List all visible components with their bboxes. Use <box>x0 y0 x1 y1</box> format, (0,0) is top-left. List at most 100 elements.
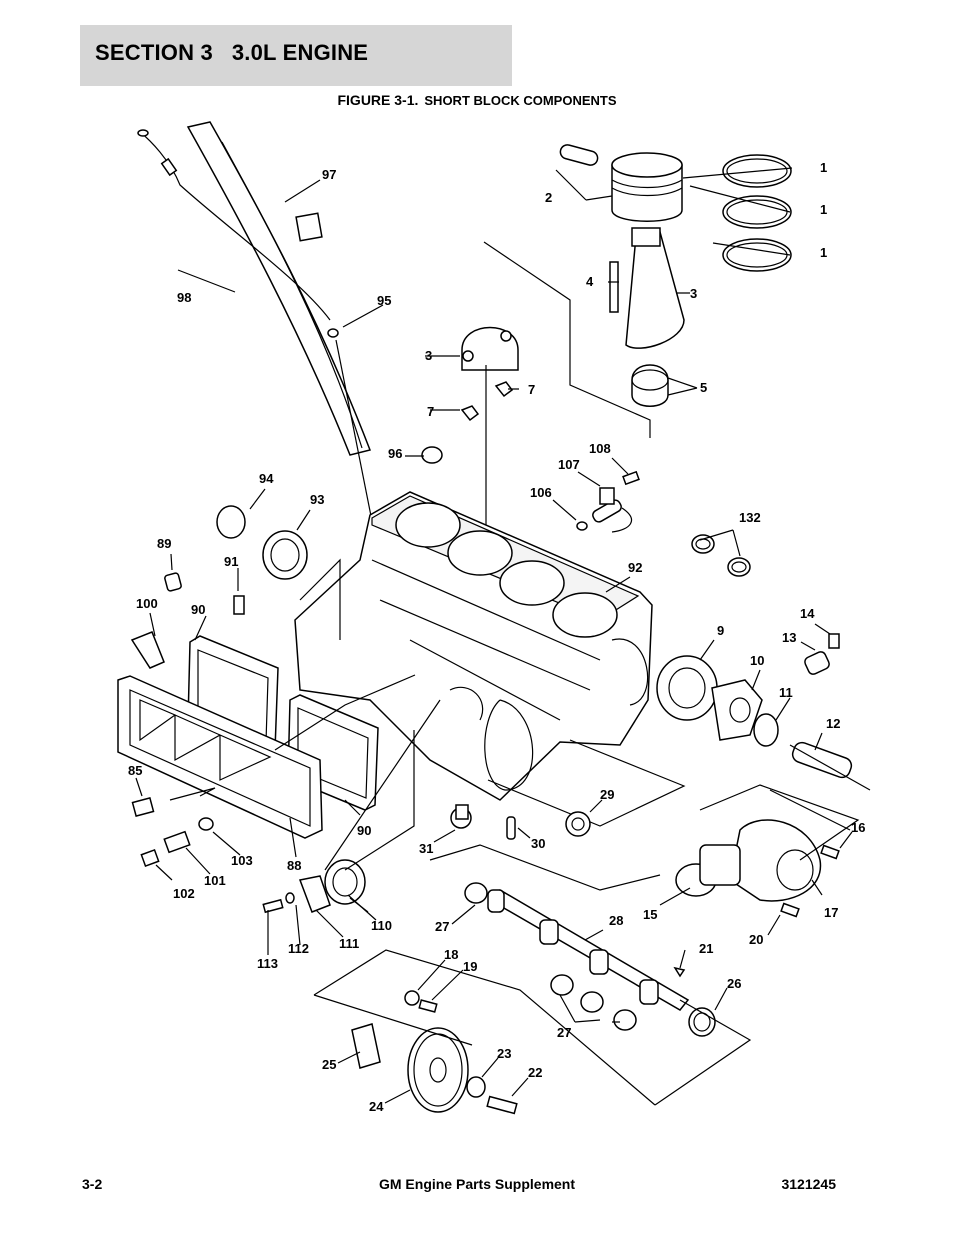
callout-103: 103 <box>231 853 253 868</box>
gasket-9-drawing <box>656 655 718 721</box>
callout-7: 7 <box>427 404 434 419</box>
callout-31: 31 <box>419 841 433 856</box>
figure-number: FIGURE 3-1. <box>337 92 419 108</box>
callout-7: 7 <box>528 382 535 397</box>
callout-12: 12 <box>826 716 840 731</box>
callout-19: 19 <box>463 959 477 974</box>
dipstick-drawing <box>137 129 331 321</box>
callout-100: 100 <box>136 596 158 611</box>
pin-30-drawing <box>506 816 516 840</box>
cover-plate-drawing <box>298 859 366 913</box>
callout-26: 26 <box>727 976 741 991</box>
drain-washer-drawing <box>198 817 214 831</box>
callout-leader-lines <box>135 167 853 1104</box>
callout-107: 107 <box>558 457 580 472</box>
dowel-pin-drawing <box>164 572 182 592</box>
plug-29-drawing <box>565 811 591 837</box>
callout-1: 1 <box>820 160 827 175</box>
impeller-drawing <box>711 679 763 741</box>
callout-4: 4 <box>586 274 594 289</box>
callout-89: 89 <box>157 536 171 551</box>
callout-9: 9 <box>717 623 724 638</box>
callout-28: 28 <box>609 913 623 928</box>
rod-bolt-drawing <box>609 261 619 313</box>
callout-10: 10 <box>750 653 764 668</box>
callout-113: 113 <box>257 956 278 971</box>
callout-11: 11 <box>779 685 793 700</box>
callout-95: 95 <box>377 293 391 308</box>
piston-pin-drawing <box>559 144 599 166</box>
callout-17: 17 <box>824 905 838 920</box>
callout-93: 93 <box>310 492 324 507</box>
callout-111: 111 <box>339 936 359 951</box>
section-title: SECTION 3 3.0L ENGINE <box>95 40 369 65</box>
section-header-band <box>80 25 512 86</box>
callout-16: 16 <box>851 820 865 835</box>
callout-106: 106 <box>530 485 552 500</box>
cover-washer-drawing <box>285 892 295 904</box>
seal-11-drawing <box>753 713 779 747</box>
callout-25: 25 <box>322 1057 336 1072</box>
callout-13: 13 <box>782 630 796 645</box>
sensor-bolt-drawing <box>622 470 640 486</box>
oil-pan-drawing <box>117 675 323 839</box>
callout-1: 1 <box>820 245 827 260</box>
footer-document-number: 3121245 <box>781 1176 836 1192</box>
callout-30: 30 <box>531 836 545 851</box>
water-pump-drawing <box>675 784 860 902</box>
spring-drawing <box>233 595 245 615</box>
drain-plug-drawing <box>131 796 155 818</box>
cover-bolt-drawing <box>262 898 284 914</box>
callout-101: 101 <box>204 873 226 888</box>
sealant-tube-drawing <box>130 631 165 669</box>
callout-23: 23 <box>497 1046 511 1061</box>
oil-filter-adapter-drawing <box>450 804 472 829</box>
callout-27: 27 <box>557 1025 571 1040</box>
callout-97: 97 <box>322 167 336 182</box>
callout-110: 110 <box>371 918 392 933</box>
sensor-washer-drawing <box>576 521 588 531</box>
thrust-plate-drawing <box>351 1023 381 1069</box>
key-21-drawing <box>673 966 686 978</box>
pump-bolt-20-drawing <box>780 902 800 918</box>
seal-ring-drawing <box>691 534 751 577</box>
footer-page-number: 3-2 <box>82 1176 103 1192</box>
washer-18-drawing <box>404 990 420 1006</box>
rod-nut-drawing-2 <box>494 381 514 398</box>
callout-90: 90 <box>191 602 205 617</box>
callout-24: 24 <box>369 1099 384 1114</box>
callout-20: 20 <box>749 932 763 947</box>
figure-title: FIGURE 3-1.SHORT BLOCK COMPONENTS <box>0 92 954 108</box>
rod-cap-drawing <box>461 326 519 371</box>
engine-block-drawing <box>294 491 653 801</box>
callout-132: 132 <box>739 510 761 525</box>
footer-publication-title: GM Engine Parts Supplement <box>378 1176 576 1192</box>
callout-21: 21 <box>699 941 713 956</box>
callout-108: 108 <box>589 441 611 456</box>
bolt-19-drawing <box>418 999 438 1013</box>
callout-3: 3 <box>425 348 432 363</box>
rear-main-seal-drawing <box>262 530 308 580</box>
callout-112: 112 <box>288 941 309 956</box>
drain-plug-assy-drawing <box>140 830 191 867</box>
callout-85: 85 <box>128 763 142 778</box>
cam-bearing-drawing <box>464 882 637 1031</box>
connecting-rod-drawing <box>625 227 685 349</box>
callout-29: 29 <box>600 787 614 802</box>
callout-18: 18 <box>444 947 458 962</box>
oil-pressure-sensor-drawing <box>592 487 633 533</box>
dipstick-bracket-drawing <box>295 212 323 242</box>
callout-1: 1 <box>820 202 827 217</box>
dipstick-tube-drawing <box>186 121 372 456</box>
washer-23-drawing <box>466 1076 486 1098</box>
callout-5: 5 <box>700 380 707 395</box>
callout-94: 94 <box>259 471 274 486</box>
callout-14: 14 <box>800 606 815 621</box>
callout-15: 15 <box>643 907 657 922</box>
piston-drawing <box>611 152 683 222</box>
callout-27: 27 <box>435 919 449 934</box>
callout-96: 96 <box>388 446 402 461</box>
callout-3: 3 <box>690 286 697 301</box>
pump-bolt-16-drawing <box>820 844 840 860</box>
